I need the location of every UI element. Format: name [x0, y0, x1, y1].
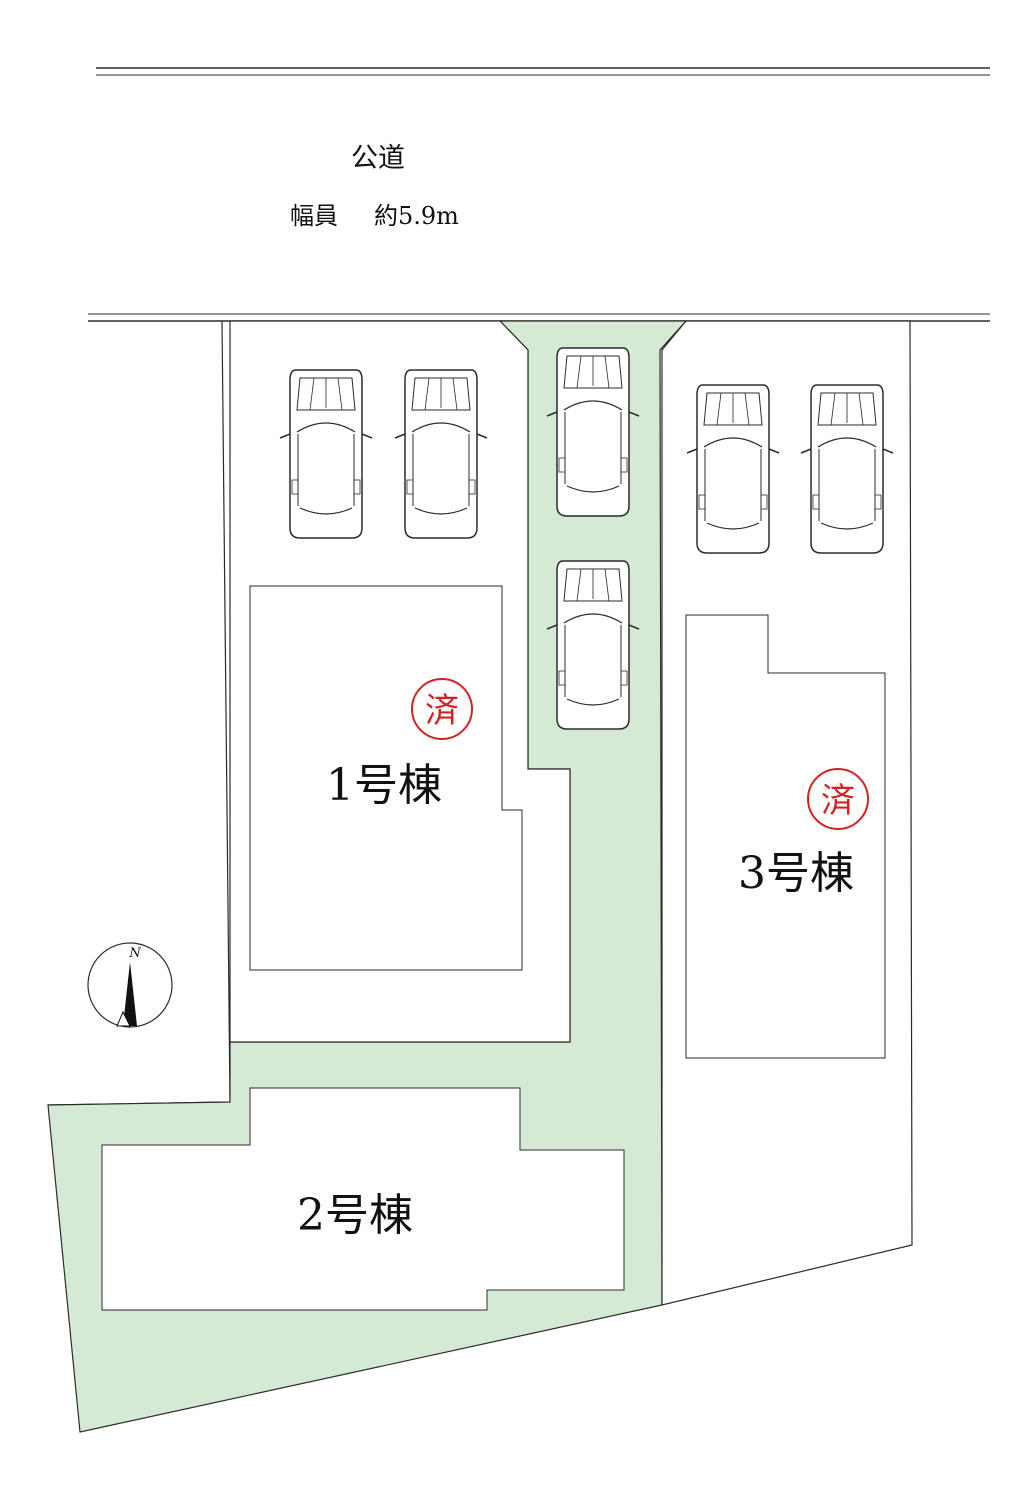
- building-3: 3号棟 済: [685, 614, 886, 1059]
- building-2: 2号棟: [101, 1087, 625, 1311]
- building-2-label: 2号棟: [297, 1190, 413, 1241]
- parking-car: [546, 347, 640, 517]
- building-1: 1号棟 済: [249, 585, 523, 971]
- parking-car: [394, 369, 488, 539]
- parking-car: [279, 369, 373, 539]
- road-width-label: 幅員: [290, 202, 338, 230]
- svg-text:済: 済: [425, 691, 459, 731]
- public-road: 公道 幅員 約5.9m: [88, 67, 990, 322]
- parking-car: [686, 384, 780, 554]
- building-3-label: 3号棟: [738, 848, 854, 899]
- parking-car: [800, 384, 894, 554]
- road-name: 公道: [351, 143, 405, 174]
- building-1-label: 1号棟: [326, 760, 442, 811]
- compass-north-label: N: [128, 946, 141, 961]
- svg-text:済: 済: [821, 781, 855, 821]
- sold-stamp: 済: [411, 678, 473, 740]
- north-arrow-icon: [123, 962, 137, 1026]
- road-width-value: 約5.9m: [374, 202, 459, 230]
- sold-stamp: 済: [807, 768, 869, 830]
- north-compass: N: [87, 942, 173, 1028]
- parking-car: [546, 560, 640, 730]
